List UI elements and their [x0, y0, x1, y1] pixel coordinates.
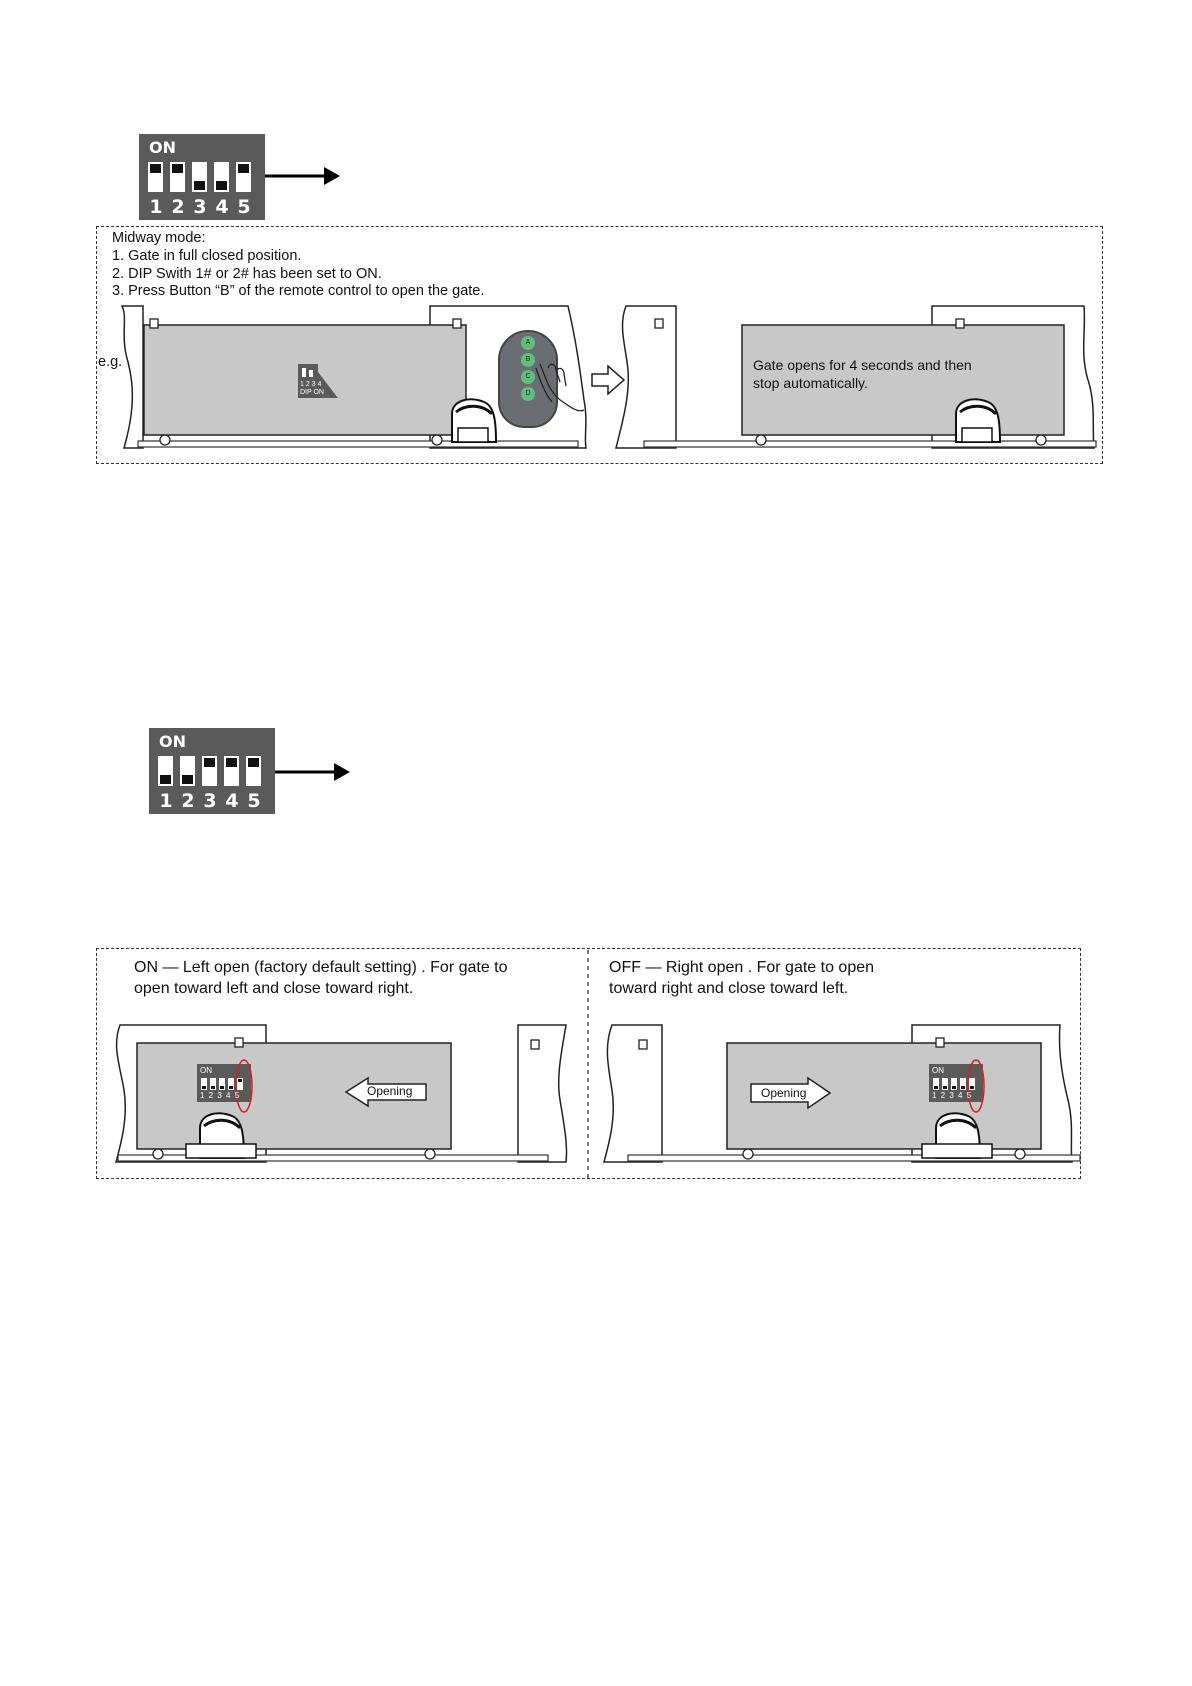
dip-switch-2: [180, 756, 195, 786]
direction-box: [96, 948, 1081, 1179]
remote-button-c: C: [521, 370, 535, 384]
mini-dip-label: DIP ON: [300, 389, 324, 396]
right-open-text: toward right and close toward left.: [609, 980, 849, 997]
dip-switch-2: [170, 162, 185, 192]
dip-number: 5: [247, 790, 261, 812]
dip-switch-3: [192, 162, 207, 192]
dip-switch-top: ON 1 2 3 4 5: [139, 134, 265, 220]
small-dip-on: ON: [932, 1066, 944, 1075]
dip-on-label: ON: [149, 138, 176, 157]
result-text: Gate opens for 4 seconds and then: [753, 357, 972, 373]
left-open-text: ON — Left open (factory default setting)…: [134, 959, 508, 976]
dip-number: 1: [159, 790, 173, 812]
small-dip-on: ON: [200, 1066, 212, 1075]
dip-switch-bottom: ON 1 2 3 4 5: [149, 728, 275, 814]
remote-button-a: A: [521, 336, 535, 350]
mini-dip-numbers: 1 2 3 4: [300, 381, 322, 388]
dip-number: 1: [149, 196, 163, 218]
dip-number: 4: [225, 790, 239, 812]
dip-switch-5: [236, 162, 251, 192]
dip-switch-3: [202, 756, 217, 786]
midway-step: 1. Gate in full closed position.: [112, 248, 302, 264]
midway-step: 3. Press Button “B” of the remote contro…: [112, 283, 485, 299]
opening-label-left: Opening: [367, 1084, 413, 1098]
remote-button-d: D: [521, 387, 535, 401]
eg-label: e.g.: [98, 354, 123, 370]
result-text: stop automatically.: [753, 375, 868, 391]
small-dip-numbers: 1 2 3 4 5: [200, 1091, 241, 1100]
midway-step: 2. DIP Swith 1# or 2# has been set to ON…: [112, 266, 382, 282]
dip-switch-1: [158, 756, 173, 786]
midway-mode-box: [96, 226, 1103, 464]
dip-number: 3: [193, 196, 207, 218]
dip-switch-4: [224, 756, 239, 786]
dip-on-label: ON: [159, 732, 186, 751]
small-dip-numbers: 1 2 3 4 5: [932, 1091, 973, 1100]
dip-number: 5: [237, 196, 251, 218]
dip-number: 3: [203, 790, 217, 812]
dip-switch-1: [148, 162, 163, 192]
left-open-text: open toward left and close toward right.: [134, 980, 414, 997]
right-open-text: OFF — Right open . For gate to open: [609, 959, 875, 976]
dip-number: 4: [215, 196, 229, 218]
midway-title: Midway mode:: [112, 230, 206, 246]
dip-number: 2: [181, 790, 195, 812]
dip-number: 2: [171, 196, 185, 218]
dip-switch-4: [214, 162, 229, 192]
remote-button-b: B: [521, 353, 535, 367]
dip-switch-5: [246, 756, 261, 786]
opening-label-right: Opening: [761, 1086, 807, 1100]
